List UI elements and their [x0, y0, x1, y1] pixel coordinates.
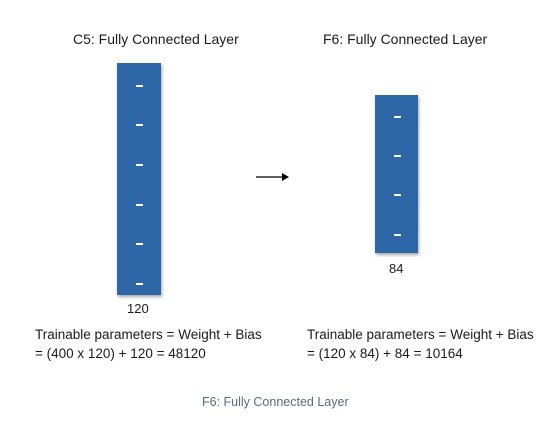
- f6-param-line-2: = (120 x 84) + 84 = 10164: [307, 346, 463, 361]
- f6-parameter-formula: Trainable parameters = Weight + Bias = (…: [307, 325, 534, 363]
- node-mark: [393, 194, 401, 196]
- node-mark: [136, 164, 143, 166]
- node-mark: [393, 234, 401, 236]
- c5-layer-title: C5: Fully Connected Layer: [73, 31, 239, 47]
- c5-param-line-1: Trainable parameters = Weight + Bias: [35, 327, 262, 342]
- f6-param-line-1: Trainable parameters = Weight + Bias: [307, 327, 534, 342]
- node-mark: [136, 243, 143, 245]
- c5-node-count: 120: [127, 301, 149, 316]
- c5-layer-bar: [117, 63, 161, 295]
- node-mark: [136, 85, 143, 87]
- c5-param-line-2: = (400 x 120) + 120 = 48120: [35, 346, 206, 361]
- node-mark: [393, 155, 401, 157]
- f6-layer-bar: [375, 95, 418, 253]
- c5-parameter-formula: Trainable parameters = Weight + Bias = (…: [35, 325, 262, 363]
- node-mark: [136, 124, 143, 126]
- node-mark: [136, 283, 143, 285]
- right-arrow-icon: [256, 173, 289, 181]
- figure-caption: F6: Fully Connected Layer: [202, 395, 349, 409]
- node-mark: [136, 204, 143, 206]
- f6-layer-title: F6: Fully Connected Layer: [323, 31, 488, 47]
- f6-node-count: 84: [389, 261, 404, 276]
- node-mark: [393, 116, 401, 118]
